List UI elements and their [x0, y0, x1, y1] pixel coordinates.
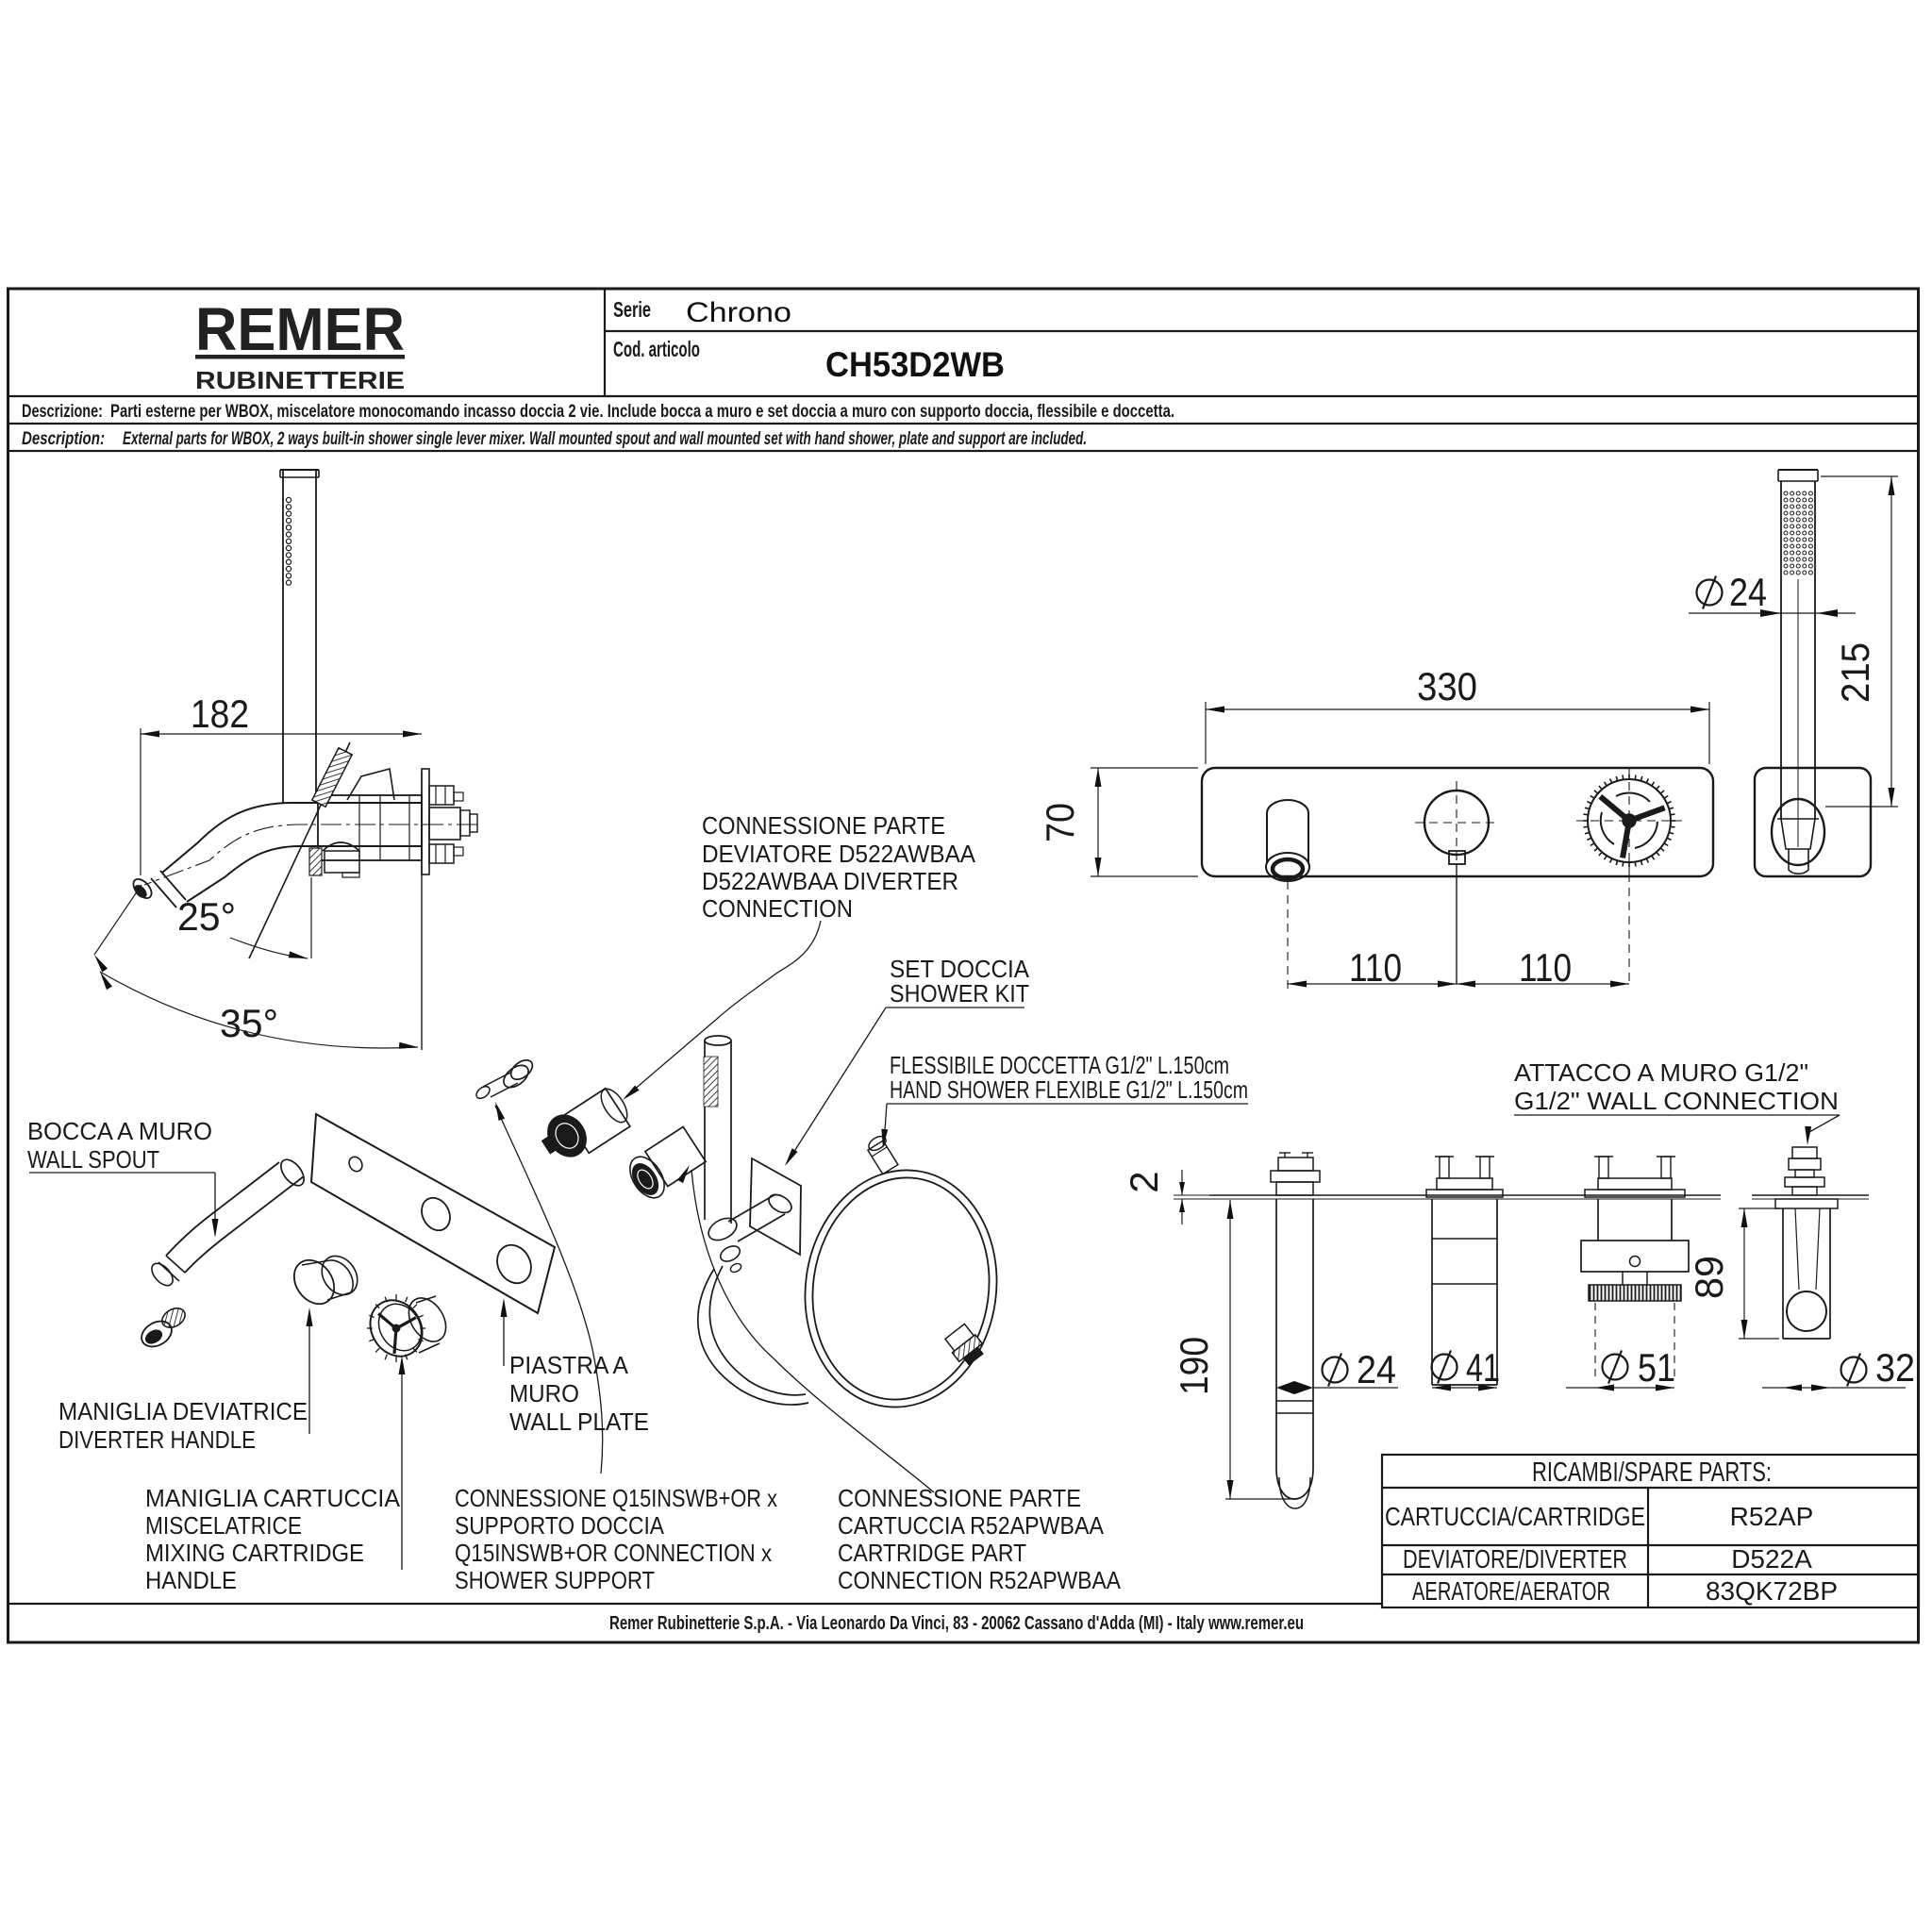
svg-text:24: 24 — [1357, 1347, 1396, 1391]
svg-text:SUPPORTO DOCCIA: SUPPORTO DOCCIA — [455, 1511, 665, 1540]
svg-text:D522A: D522A — [1731, 1544, 1812, 1574]
svg-text:FLESSIBILE DOCCETTA G1/2" L.15: FLESSIBILE DOCCETTA G1/2" L.150cm — [890, 1051, 1229, 1079]
svg-text:DEVIATORE D522AWBAA: DEVIATORE D522AWBAA — [702, 840, 976, 868]
svg-text:CONNESSIONE PARTE: CONNESSIONE PARTE — [838, 1484, 1081, 1512]
svg-text:CARTUCCIA R52APWBAA: CARTUCCIA R52APWBAA — [838, 1511, 1105, 1540]
svg-text:HAND SHOWER FLEXIBLE G1/2" L.1: HAND SHOWER FLEXIBLE G1/2" L.150cm — [890, 1075, 1248, 1104]
svg-text:PIASTRA A: PIASTRA A — [509, 1351, 629, 1379]
svg-text:Serie: Serie — [613, 297, 651, 322]
svg-text:CONNESSIONE PARTE: CONNESSIONE PARTE — [702, 811, 945, 840]
svg-text:MURO: MURO — [509, 1379, 579, 1407]
svg-text:SET DOCCIA: SET DOCCIA — [890, 955, 1030, 983]
svg-text:ATTACCO A MURO G1/2": ATTACCO A MURO G1/2" — [1514, 1058, 1808, 1087]
svg-text:CONNECTION: CONNECTION — [702, 894, 853, 923]
svg-text:DIVERTER HANDLE: DIVERTER HANDLE — [58, 1425, 256, 1454]
svg-text:32: 32 — [1875, 1345, 1915, 1390]
svg-text:MISCELATRICE: MISCELATRICE — [145, 1511, 302, 1540]
svg-text:CARTRIDGE PART: CARTRIDGE PART — [838, 1539, 1026, 1567]
svg-text:182: 182 — [191, 691, 249, 736]
svg-text:MIXING CARTRIDGE: MIXING CARTRIDGE — [145, 1539, 364, 1567]
svg-text:110: 110 — [1349, 945, 1402, 990]
svg-text:2: 2 — [1122, 1171, 1166, 1192]
svg-text:External parts for WBOX, 2 way: External parts for WBOX, 2 ways built-in… — [123, 429, 1087, 449]
svg-text:CONNESSIONE Q15INSWB+OR x: CONNESSIONE Q15INSWB+OR x — [455, 1484, 777, 1512]
svg-text:190: 190 — [1172, 1337, 1216, 1395]
svg-text:215: 215 — [1833, 642, 1877, 703]
svg-text:RICAMBI/SPARE PARTS:: RICAMBI/SPARE PARTS: — [1532, 1457, 1772, 1488]
svg-text:HANDLE: HANDLE — [145, 1566, 237, 1594]
svg-text:Remer Rubinetterie S.p.A. - Vi: Remer Rubinetterie S.p.A. - Via Leonardo… — [609, 1613, 1304, 1634]
svg-text:25°: 25° — [177, 894, 236, 939]
svg-text:RUBINETTERIE: RUBINETTERIE — [195, 366, 405, 394]
svg-text:DEVIATORE/DIVERTER: DEVIATORE/DIVERTER — [1403, 1544, 1627, 1574]
svg-text:CH53D2WB: CH53D2WB — [825, 345, 1005, 384]
svg-text:SHOWER KIT: SHOWER KIT — [890, 979, 1029, 1008]
svg-text:35°: 35° — [220, 1001, 278, 1045]
svg-text:G1/2" WALL CONNECTION: G1/2" WALL CONNECTION — [1514, 1087, 1839, 1115]
svg-text:MANIGLIA DEVIATRICE: MANIGLIA DEVIATRICE — [58, 1397, 308, 1425]
svg-text:330: 330 — [1417, 664, 1477, 708]
svg-text:SHOWER SUPPORT: SHOWER SUPPORT — [455, 1566, 655, 1594]
svg-text:AERATORE/AERATOR: AERATORE/AERATOR — [1412, 1576, 1610, 1606]
svg-text:110: 110 — [1519, 945, 1572, 990]
svg-text:89: 89 — [1687, 1256, 1731, 1299]
svg-text:BOCCA A MURO: BOCCA A MURO — [27, 1117, 212, 1145]
svg-text:83QK72BP: 83QK72BP — [1706, 1576, 1838, 1606]
svg-text:Q15INSWB+OR CONNECTION x: Q15INSWB+OR CONNECTION x — [455, 1539, 772, 1567]
svg-text:MANIGLIA CARTUCCIA: MANIGLIA CARTUCCIA — [145, 1484, 401, 1512]
svg-text:Descrizione:: Descrizione: — [22, 402, 103, 422]
svg-text:CARTUCCIA/CARTRIDGE: CARTUCCIA/CARTRIDGE — [1385, 1502, 1645, 1531]
svg-text:51: 51 — [1638, 1345, 1675, 1390]
svg-text:WALL SPOUT: WALL SPOUT — [27, 1145, 159, 1174]
svg-text:R52AP: R52AP — [1730, 1502, 1814, 1531]
svg-text:41: 41 — [1466, 1345, 1500, 1390]
svg-text:WALL PLATE: WALL PLATE — [509, 1407, 649, 1436]
svg-text:70: 70 — [1038, 803, 1082, 842]
svg-text:CONNECTION R52APWBAA: CONNECTION R52APWBAA — [838, 1566, 1122, 1594]
svg-text:D522AWBAA DIVERTER: D522AWBAA DIVERTER — [702, 867, 958, 895]
svg-text:Chrono: Chrono — [686, 297, 791, 328]
svg-text:Parti esterne per WBOX, miscel: Parti esterne per WBOX, miscelatore mono… — [110, 402, 1174, 422]
svg-text:Cod. articolo: Cod. articolo — [613, 337, 700, 361]
svg-text:24: 24 — [1729, 570, 1767, 614]
svg-text:REMER: REMER — [195, 295, 405, 363]
svg-text:Description:: Description: — [22, 429, 105, 449]
